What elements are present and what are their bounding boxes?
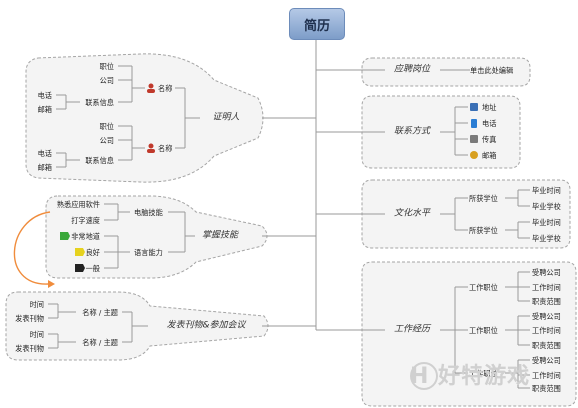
degree-2: 所获学位 bbox=[469, 226, 498, 235]
degree-1: 所获学位 bbox=[469, 194, 498, 203]
skill-software: 熟悉应用软件 bbox=[56, 200, 100, 209]
level-basic: 一般 bbox=[85, 264, 100, 273]
referee-company-1: 公司 bbox=[99, 76, 114, 85]
referee-phone-1: 电话 bbox=[37, 91, 52, 100]
work-company-3: 受聘公司 bbox=[532, 356, 561, 365]
referee-email-1: 邮箱 bbox=[37, 105, 52, 114]
pub-journal-1: 发表刊物 bbox=[15, 314, 44, 323]
work-time-2: 工作时间 bbox=[532, 326, 561, 335]
skill-language: 语言能力 bbox=[134, 248, 163, 257]
branch-education[interactable]: 文化水平 bbox=[393, 208, 431, 219]
work-time-1: 工作时间 bbox=[532, 283, 561, 292]
contact-phone: 电话 bbox=[482, 119, 497, 128]
position-note[interactable]: 单击此处编辑 bbox=[470, 66, 514, 75]
branch-publications[interactable]: 发表刊物&参加会议 bbox=[166, 320, 246, 331]
referee-company-2: 公司 bbox=[99, 136, 114, 145]
skill-computer: 电脑技能 bbox=[134, 208, 163, 217]
branch-position[interactable]: 应聘岗位 bbox=[393, 64, 431, 75]
referee-contact-2: 联系信息 bbox=[85, 156, 114, 165]
yellow-flag-icon bbox=[75, 248, 85, 256]
contact-fax: 传真 bbox=[482, 135, 497, 144]
level-good: 良好 bbox=[85, 248, 100, 257]
work-scope-1: 职责范围 bbox=[532, 297, 561, 306]
branch-referee[interactable]: 证明人 bbox=[212, 112, 240, 123]
pub-topic-1: 名称 / 主题 bbox=[82, 308, 118, 317]
contact-email: 邮箱 bbox=[482, 151, 497, 160]
branch-work[interactable]: 工作经历 bbox=[393, 324, 431, 335]
group-boundary-skills bbox=[45, 195, 268, 279]
work-scope-3: 职责范围 bbox=[532, 384, 561, 393]
group-boundary-position bbox=[361, 57, 531, 87]
group-boundary-referee bbox=[25, 53, 264, 183]
flag-icons bbox=[60, 232, 85, 272]
black-flag-icon bbox=[75, 264, 85, 272]
referee-job-1: 职位 bbox=[99, 62, 114, 71]
pub-time-2: 时间 bbox=[29, 330, 44, 339]
branch-contact[interactable]: 联系方式 bbox=[393, 126, 431, 137]
grad-time-2: 毕业时间 bbox=[532, 218, 561, 227]
person-icons bbox=[147, 83, 155, 153]
watermark: H 好特游戏 bbox=[410, 364, 531, 389]
grad-school-1: 毕业学校 bbox=[532, 202, 561, 211]
referee-phone-2: 电话 bbox=[37, 149, 52, 158]
contact-icons bbox=[470, 103, 478, 159]
pub-journal-2: 发表刊物 bbox=[15, 344, 44, 353]
grad-time-1: 毕业时间 bbox=[532, 186, 561, 195]
work-title-2: 工作职位 bbox=[469, 326, 498, 335]
watermark-logo bbox=[410, 362, 438, 390]
work-title-3: 工作职位 bbox=[469, 369, 498, 378]
work-company-1: 受聘公司 bbox=[532, 268, 561, 277]
contact-address: 地址 bbox=[482, 103, 497, 112]
referee-job-2: 职位 bbox=[99, 122, 114, 131]
pub-topic-2: 名称 / 主题 bbox=[82, 338, 118, 347]
branch-skills[interactable]: 掌握技能 bbox=[201, 230, 239, 241]
root-node[interactable]: 简历 bbox=[289, 8, 345, 40]
skill-typing: 打字速度 bbox=[71, 216, 100, 225]
work-title-1: 工作职位 bbox=[469, 283, 498, 292]
referee-email-2: 邮箱 bbox=[37, 163, 52, 172]
grad-school-2: 毕业学校 bbox=[532, 234, 561, 243]
green-flag-icon bbox=[60, 232, 70, 240]
referee-name-1: 名称 bbox=[158, 84, 173, 93]
work-scope-2: 职责范围 bbox=[532, 341, 561, 350]
referee-contact-1: 联系信息 bbox=[85, 98, 114, 107]
work-company-2: 受聘公司 bbox=[532, 312, 561, 321]
level-native: 非常地道 bbox=[71, 232, 100, 241]
work-time-3: 工作时间 bbox=[532, 371, 561, 380]
referee-name-2: 名称 bbox=[158, 144, 173, 153]
pub-time-1: 时间 bbox=[29, 300, 44, 309]
